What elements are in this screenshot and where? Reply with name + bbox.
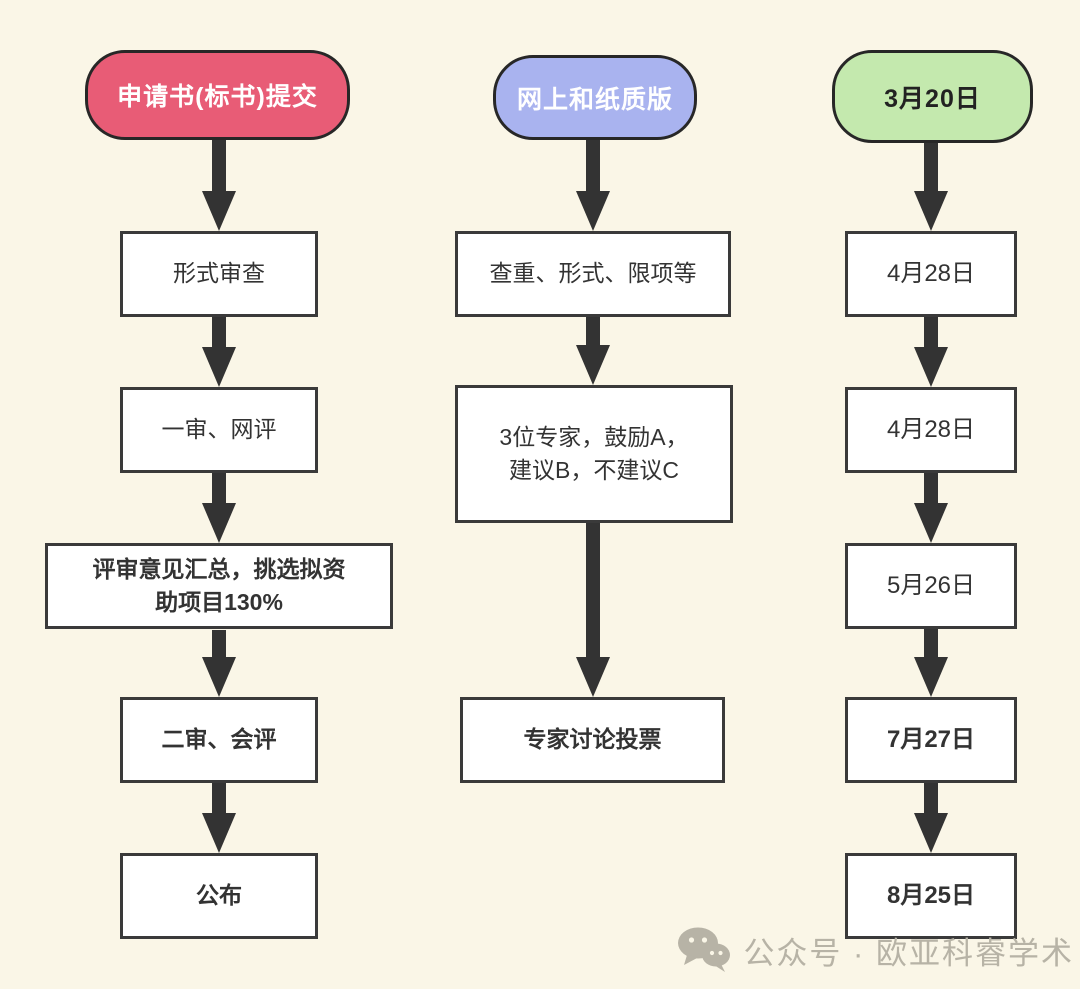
node-expert-vote: 专家讨论投票 xyxy=(460,697,725,783)
down-arrow xyxy=(576,523,610,697)
node-review-summary: 评审意见汇总，挑选拟资 助项目130% xyxy=(45,543,393,629)
down-arrow xyxy=(914,143,948,231)
down-arrow xyxy=(914,629,948,697)
down-arrow xyxy=(576,140,610,231)
node-formal-review: 形式审查 xyxy=(120,231,318,317)
node-date-1: 4月28日 xyxy=(845,231,1017,317)
down-arrow xyxy=(914,473,948,543)
node-first-review: 一审、网评 xyxy=(120,387,318,473)
down-arrow xyxy=(576,317,610,385)
header-pill-format: 网上和纸质版 xyxy=(493,55,697,140)
watermark-text: 公众号 · 欧亚科睿学术 xyxy=(743,935,1074,971)
down-arrow xyxy=(202,783,236,853)
down-arrow xyxy=(914,783,948,853)
down-arrow xyxy=(202,317,236,387)
node-checks: 查重、形式、限项等 xyxy=(455,231,731,317)
node-date-2: 4月28日 xyxy=(845,387,1017,473)
node-date-4: 7月27日 xyxy=(845,697,1017,783)
down-arrow xyxy=(202,630,236,697)
down-arrow xyxy=(202,473,236,543)
header-pill-submission: 申请书(标书)提交 xyxy=(85,50,350,140)
node-experts: 3位专家，鼓励A， 建议B，不建议C xyxy=(455,385,733,523)
node-date-5: 8月25日 xyxy=(845,853,1017,939)
down-arrow xyxy=(202,140,236,231)
wechat-icon xyxy=(678,927,731,972)
node-announce: 公布 xyxy=(120,853,318,939)
down-arrow xyxy=(914,317,948,387)
node-second-review: 二审、会评 xyxy=(120,697,318,783)
watermark: 公众号 · 欧亚科睿学术 xyxy=(677,927,1074,973)
header-pill-date: 3月20日 xyxy=(832,50,1033,143)
node-date-3: 5月26日 xyxy=(845,543,1017,629)
